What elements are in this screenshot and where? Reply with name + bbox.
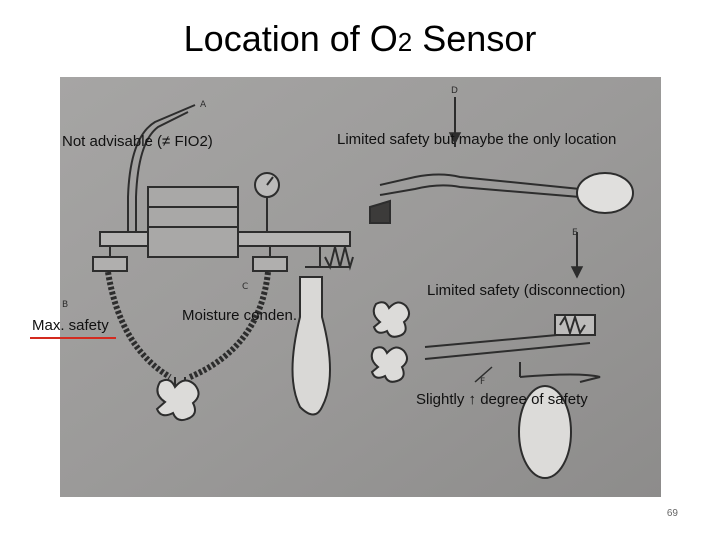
circuit-sketch: A B C D E F	[60, 77, 661, 497]
label-limited-only-location: Limited safety but maybe the only locati…	[337, 131, 617, 148]
title-subscript: 2	[397, 27, 413, 57]
label-limited-disconnection: Limited safety (disconnection)	[427, 282, 626, 299]
circuit-diagram-photo: A B C D E F	[60, 77, 661, 497]
mapleson-bottom-sketch	[370, 232, 601, 479]
letter-c: C	[242, 282, 248, 292]
letter-a: A	[200, 100, 207, 110]
letter-e: E	[572, 228, 578, 238]
circle-system-sketch	[92, 104, 354, 422]
max-safety-underline	[30, 337, 116, 339]
mapleson-top-sketch	[369, 97, 634, 224]
title-main: Location of O	[183, 18, 398, 59]
page-number: 69	[666, 508, 678, 519]
diagram-letters: A B C D E F	[62, 86, 578, 387]
label-max-safety: Max. safety	[32, 317, 109, 334]
label-not-advisable: Not advisable (≠ FIO2)	[62, 133, 213, 150]
annotation-arrows	[448, 97, 584, 383]
letter-b: B	[62, 300, 68, 310]
label-moisture: Moisture conden.	[182, 307, 298, 324]
slide-title: Location of O2 Sensor	[0, 18, 720, 60]
letter-d: D	[451, 86, 458, 96]
title-end: Sensor	[412, 18, 537, 59]
letter-f: F	[480, 377, 485, 387]
label-slightly-safety: Slightly ↑ degree of safety	[416, 391, 588, 408]
